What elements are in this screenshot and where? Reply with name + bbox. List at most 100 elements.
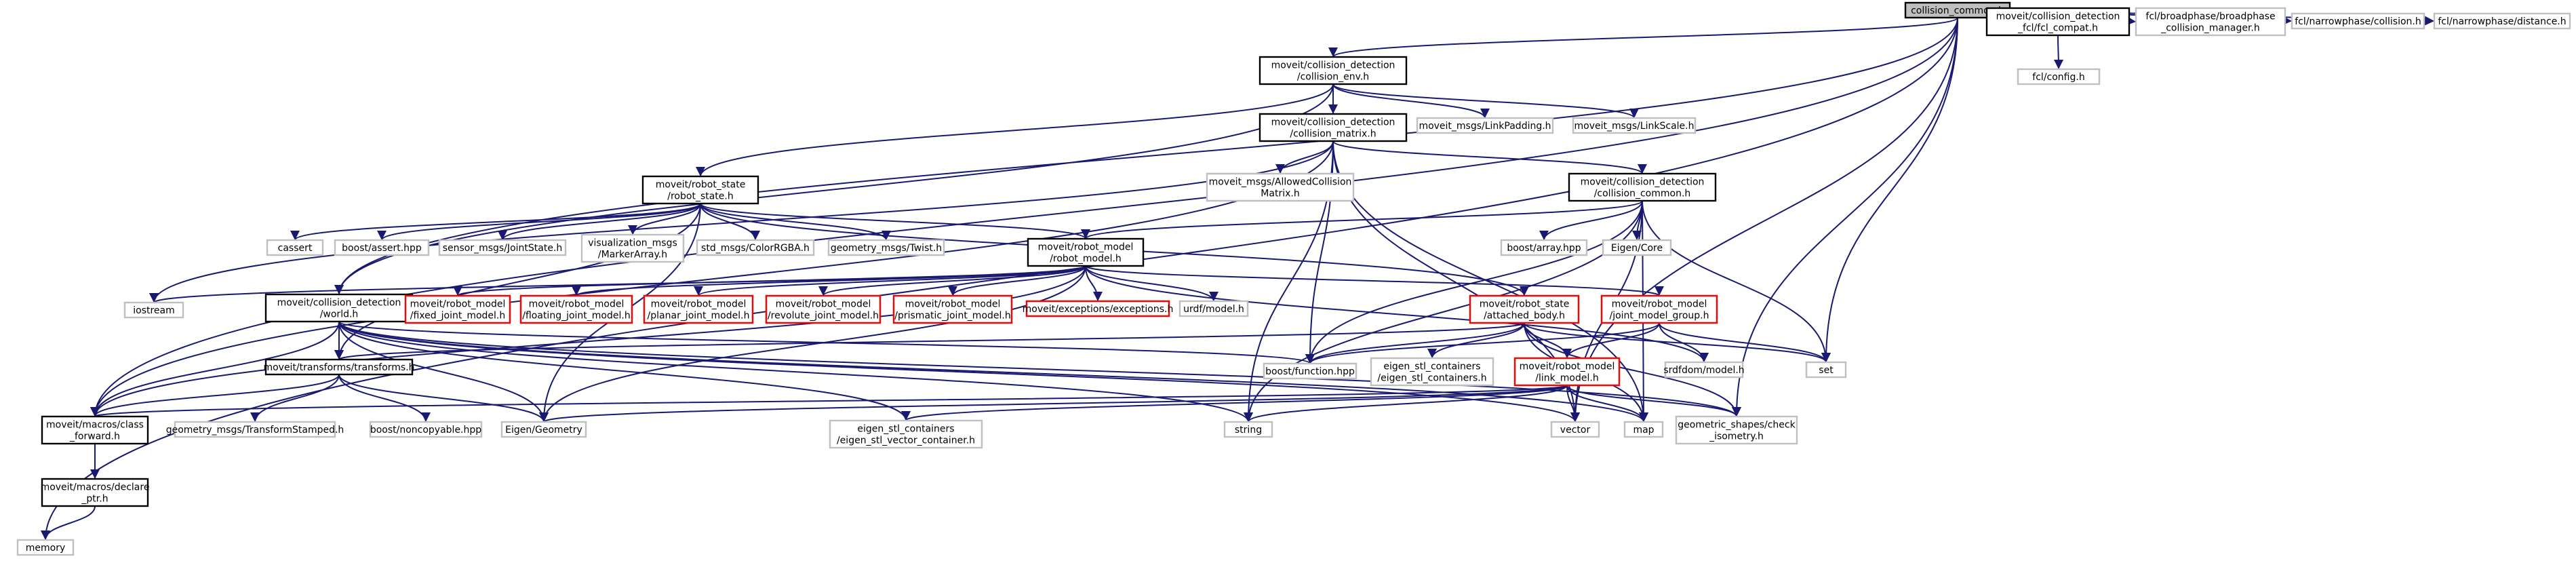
node-fclconfig[interactable]: fcl/config.h: [2017, 68, 2101, 85]
edge-common-to-robotmodel: [1081, 200, 1643, 239]
node-colorrgba[interactable]: std_msgs/ColorRGBA.h: [696, 239, 815, 256]
node-boostfunction[interactable]: boost/function.hpp: [1263, 362, 1358, 380]
node-box: [2135, 7, 2286, 37]
node-label: moveit/robot_model: [1520, 362, 1615, 372]
node-box: [1416, 117, 1554, 134]
node-label: moveit/collision_detection: [1581, 177, 1705, 188]
node-planar[interactable]: moveit/robot_model/planar_joint_model.h: [643, 294, 754, 324]
edge-env-to-linkpadding: [1332, 83, 1490, 119]
edge-attached-to-transforms: [334, 322, 1525, 360]
node-eigencontainers[interactable]: eigen_stl_containers/eigen_stl_container…: [1370, 357, 1494, 387]
node-label: std_msgs/ColorRGBA.h: [701, 243, 810, 254]
node-vector[interactable]: vector: [1550, 421, 1600, 438]
node-label: moveit/robot_model: [651, 299, 747, 310]
node-attached[interactable]: moveit/robot_state/attached_body.h: [1469, 294, 1580, 324]
edge-linkmodel-to-vector: [1566, 385, 1580, 423]
node-broadphase[interactable]: fcl/broadphase/broadphase_collision_mana…: [2135, 7, 2286, 37]
node-common[interactable]: moveit/collision_detection/collision_com…: [1568, 172, 1717, 202]
node-transforms[interactable]: moveit/transforms/transforms.h: [263, 358, 415, 376]
node-label: moveit_msgs/AllowedCollision: [1209, 177, 1352, 188]
node-map[interactable]: map: [1623, 421, 1664, 438]
node-label: vector: [1560, 425, 1591, 436]
node-iostream[interactable]: iostream: [123, 301, 184, 319]
node-box: [123, 301, 184, 319]
node-twist[interactable]: geometry_msgs/Twist.h: [827, 239, 945, 256]
node-box: [1985, 7, 2131, 37]
edge-robotmodel-to-revolute: [818, 265, 1086, 296]
node-robotstate[interactable]: moveit/robot_state/robot_state.h: [641, 175, 759, 205]
node-box: [1259, 113, 1408, 142]
node-cassert[interactable]: cassert: [266, 239, 324, 256]
node-env[interactable]: moveit/collision_detection/collision_env…: [1259, 56, 1408, 85]
edge-linkmodel-to-eigengeometry: [539, 385, 1568, 423]
node-eigencore[interactable]: Eigen/Core: [1602, 239, 1672, 256]
node-label: moveit/robot_model: [905, 299, 1001, 310]
node-memory[interactable]: memory: [16, 539, 75, 556]
node-fclcompat[interactable]: moveit/collision_detection_fcl/fcl_compa…: [1985, 7, 2131, 37]
node-matrix[interactable]: moveit/collision_detection/collision_mat…: [1259, 113, 1408, 142]
node-box: [1664, 361, 1744, 379]
edge-matrix-to-iostream: [149, 140, 1334, 303]
node-transformstamped[interactable]: geometry_msgs/TransformStamped.h: [166, 421, 344, 438]
node-boostassert[interactable]: boost/assert.hpp: [334, 239, 430, 256]
node-world[interactable]: moveit/collision_detection/world.h: [264, 293, 414, 323]
node-root[interactable]: collision_common.h: [1904, 1, 2011, 19]
node-label: string: [1235, 425, 1262, 436]
node-label: iostream: [133, 305, 175, 316]
edge-transforms-to-classforward: [90, 374, 340, 417]
node-box: [765, 294, 881, 324]
node-label: geometry_msgs/TransformStamped.h: [166, 425, 344, 436]
edge-common-to-boostfunction: [1305, 200, 1643, 364]
node-prismatic[interactable]: moveit/robot_model/prismatic_joint_model…: [892, 294, 1013, 324]
edge-world-to-checkiso: [338, 321, 1741, 417]
edge-jointgroup-to-boostfunction: [1305, 322, 1660, 364]
node-linkscale[interactable]: moveit_msgs/LinkScale.h: [1572, 117, 1697, 134]
node-robotmodel[interactable]: moveit/robot_model/robot_model.h: [1027, 237, 1145, 267]
edge-attached-to-set: [1524, 322, 1831, 363]
edge-linkmodel-to-classforward: [91, 385, 1568, 417]
node-label: /robot_state.h: [667, 191, 733, 202]
node-box: [41, 415, 149, 445]
node-linkpadding[interactable]: moveit_msgs/LinkPadding.h: [1416, 117, 1554, 134]
node-label: /collision_common.h: [1594, 189, 1691, 199]
node-floating[interactable]: moveit/robot_model/floating_joint_model.…: [519, 294, 633, 324]
node-srdfdom[interactable]: srdfdom/model.h: [1663, 361, 1745, 379]
node-label: moveit/macros/class: [46, 420, 144, 431]
edge-robotstate-to-markerarray: [628, 203, 701, 235]
edge-robotmodel-to-srdfdom: [1085, 265, 1709, 363]
node-urdf[interactable]: urdf/model.h: [1178, 300, 1249, 317]
node-checkiso[interactable]: geometric_shapes/check_isometry.h: [1675, 415, 1798, 445]
node-eigengeometry[interactable]: Eigen/Geometry: [500, 421, 587, 438]
node-box: [1572, 117, 1697, 134]
edge-world-to-eigenvector: [338, 321, 911, 421]
edge-transforms-to-noncopyable: [338, 374, 431, 423]
node-classforward[interactable]: moveit/macros/class_forward.h: [41, 415, 149, 445]
node-label: /joint_model_group.h: [1610, 311, 1709, 322]
node-revolute[interactable]: moveit/robot_model/revolute_joint_model.…: [765, 294, 881, 324]
node-label: /attached_body.h: [1484, 311, 1565, 322]
node-narrowdist[interactable]: fcl/narrowphase/distance.h: [2433, 12, 2571, 30]
node-boostarray[interactable]: boost/array.hpp: [1500, 239, 1588, 256]
node-fixed[interactable]: moveit/robot_model/fixed_joint_model.h: [404, 294, 511, 324]
node-jointstate[interactable]: sensor_msgs/JointState.h: [438, 239, 567, 256]
node-declareptr[interactable]: moveit/macros/declare_ptr.h: [41, 478, 150, 507]
node-eigenvector[interactable]: eigen_stl_containers/eigen_stl_vector_co…: [829, 419, 983, 449]
node-markerarray[interactable]: visualization_msgs/MarkerArray.h: [580, 233, 685, 263]
node-label: fcl/broadphase/broadphase: [2145, 12, 2275, 22]
node-string[interactable]: string: [1223, 421, 1273, 438]
node-exceptions[interactable]: moveit/exceptions/exceptions.h: [1023, 300, 1174, 317]
edge-robotmodel-to-urdf: [1085, 265, 1218, 302]
edge-root-to-world: [334, 17, 1958, 295]
node-noncopyable[interactable]: boost/noncopyable.hpp: [369, 421, 483, 438]
node-narrowcoll[interactable]: fcl/narrowphase/collision.h: [2291, 12, 2425, 30]
node-label: sensor_msgs/JointState.h: [443, 243, 563, 254]
node-label: moveit/collision_detection: [277, 298, 401, 309]
node-set[interactable]: set: [1805, 361, 1847, 379]
node-label: moveit_msgs/LinkScale.h: [1574, 121, 1695, 132]
node-linkmodel[interactable]: moveit/robot_model/link_model.h: [1513, 357, 1621, 387]
node-box: [264, 358, 414, 376]
node-jointgroup[interactable]: moveit/robot_model/joint_model_group.h: [1600, 294, 1718, 324]
